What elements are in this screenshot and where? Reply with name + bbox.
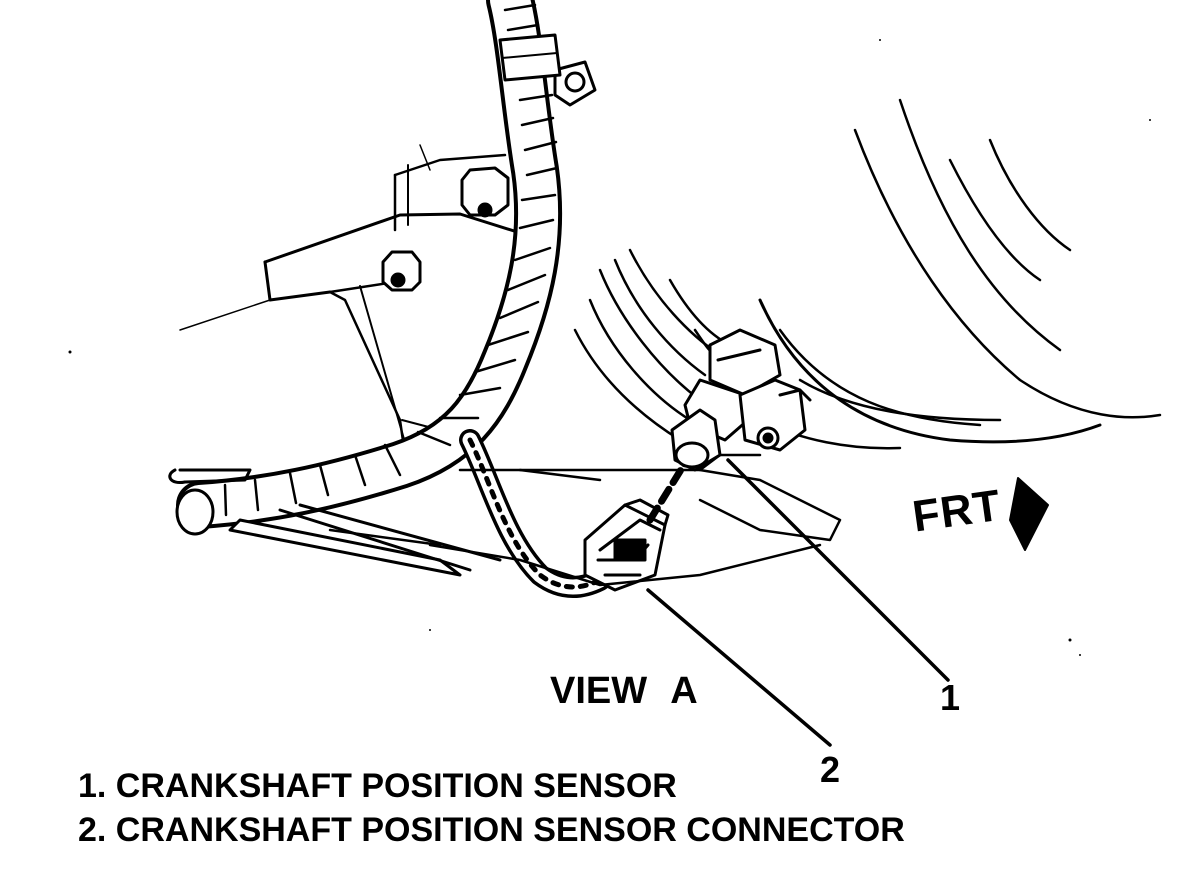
crankshaft-position-sensor-connector <box>583 498 670 592</box>
callout-2-leader <box>646 588 832 747</box>
front-arrow-icon <box>1009 477 1049 551</box>
scan-speckle <box>68 39 1151 656</box>
legend-item-2: 2. CRANKSHAFT POSITION SENSOR CONNECTOR <box>78 811 905 849</box>
harness-clip-bolt <box>553 60 597 107</box>
callout-1-number: 1 <box>940 677 961 718</box>
callout-2-number: 2 <box>820 749 841 790</box>
view-label: VIEW A <box>550 670 698 712</box>
crankshaft-position-sensor <box>670 328 812 472</box>
front-direction-label: FRT <box>909 480 1005 542</box>
callout-1-leader <box>726 458 950 682</box>
sensor-pigtail-wire <box>459 429 611 598</box>
legend-item-1: 1. CRANKSHAFT POSITION SENSOR <box>78 767 677 805</box>
wiring-harness <box>168 0 563 536</box>
mounting-bolt <box>381 166 510 292</box>
legend: 1. CRANKSHAFT POSITION SENSOR 2. CRANKSH… <box>78 764 905 852</box>
